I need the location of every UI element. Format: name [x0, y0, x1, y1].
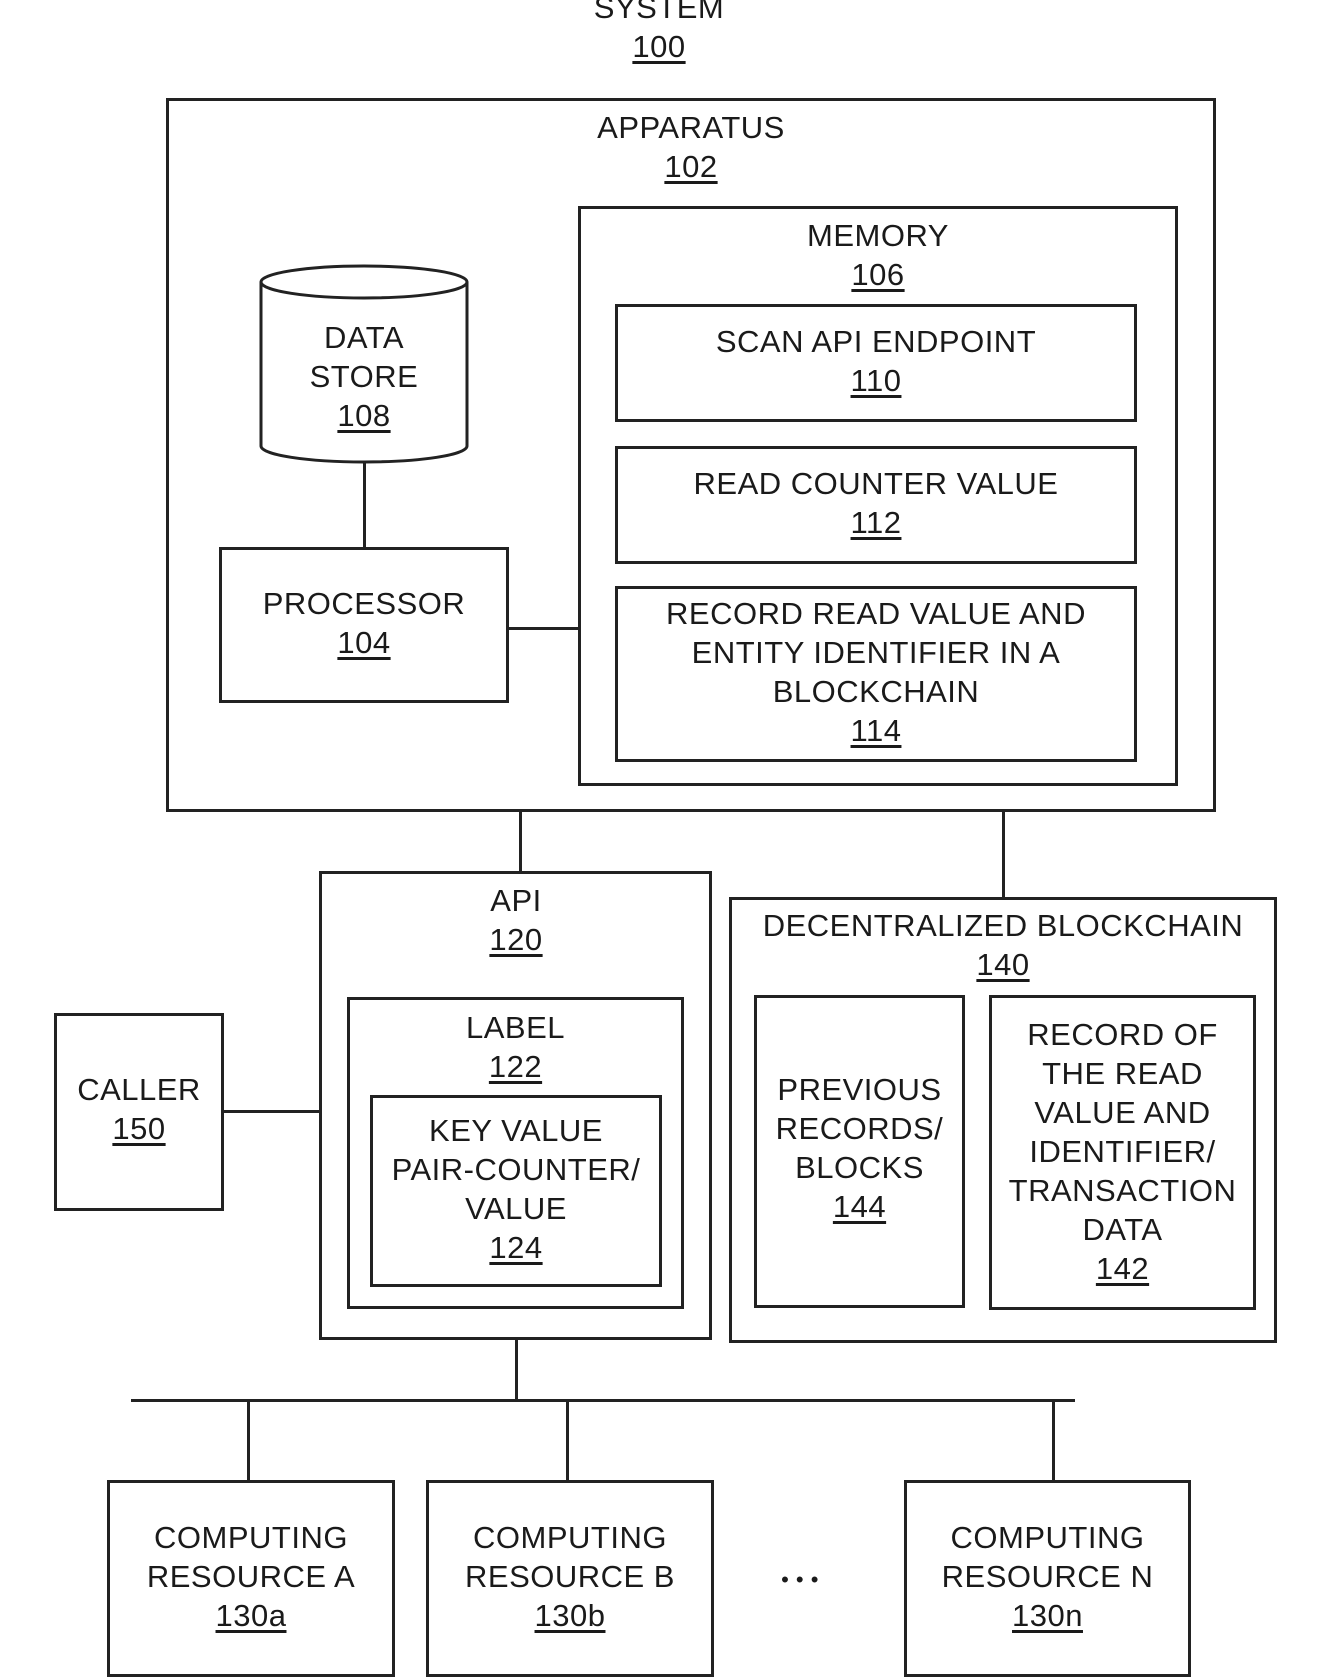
connector-datastore-processor	[363, 462, 366, 548]
data-store-line1: DATA	[261, 318, 467, 357]
key-value-ref: 124	[489, 1228, 542, 1267]
connector-bus-resource-a	[247, 1399, 250, 1481]
connector-caller-api	[224, 1110, 319, 1113]
resource-bus	[131, 1399, 1075, 1402]
resource-n-line2: RESOURCE N	[904, 1557, 1191, 1596]
connector-bus-resource-b	[566, 1399, 569, 1481]
key-value-line2: PAIR-COUNTER/	[370, 1150, 662, 1189]
resource-a-line1: COMPUTING	[107, 1518, 395, 1557]
caller-label: CALLER 150	[54, 1070, 224, 1148]
blockchain-name: DECENTRALIZED BLOCKCHAIN	[729, 906, 1277, 945]
previous-records-line2: RECORDS/	[754, 1109, 965, 1148]
resource-n-line1: COMPUTING	[904, 1518, 1191, 1557]
resource-n-ref: 130n	[1012, 1596, 1083, 1635]
connector-api-bus	[515, 1340, 518, 1400]
connector-processor-memory	[509, 627, 579, 630]
ellipsis: • • •	[740, 1560, 860, 1599]
key-value-label: KEY VALUE PAIR-COUNTER/ VALUE 124	[370, 1111, 662, 1267]
resource-a-ref: 130a	[216, 1596, 287, 1635]
resource-a-label: COMPUTING RESOURCE A 130a	[107, 1518, 395, 1635]
data-store-ref: 108	[337, 396, 390, 435]
blockchain-ref: 140	[976, 945, 1029, 984]
processor-name: PROCESSOR	[219, 584, 509, 623]
record-of-read-line3: VALUE AND	[989, 1093, 1256, 1132]
resource-b-line1: COMPUTING	[426, 1518, 714, 1557]
caller-name: CALLER	[54, 1070, 224, 1109]
data-store-top	[261, 266, 467, 298]
record-of-read-line4: IDENTIFIER/	[989, 1132, 1256, 1171]
label-ref: 122	[489, 1047, 542, 1086]
processor-ref: 104	[337, 623, 390, 662]
label-name: LABEL	[347, 1008, 684, 1047]
api-label: API 120	[366, 881, 666, 959]
record-of-read-line1: RECORD OF	[989, 1015, 1256, 1054]
caller-ref: 150	[112, 1109, 165, 1148]
record-of-read-ref: 142	[1096, 1249, 1149, 1288]
resource-n-label: COMPUTING RESOURCE N 130n	[904, 1518, 1191, 1635]
record-of-read-line2: THE READ	[989, 1054, 1256, 1093]
previous-records-line3: BLOCKS	[754, 1148, 965, 1187]
resource-a-line2: RESOURCE A	[107, 1557, 395, 1596]
api-ref: 120	[489, 920, 542, 959]
connector-apparatus-api	[519, 812, 522, 872]
resource-b-label: COMPUTING RESOURCE B 130b	[426, 1518, 714, 1635]
blockchain-label: DECENTRALIZED BLOCKCHAIN 140	[729, 906, 1277, 984]
key-value-line3: VALUE	[370, 1189, 662, 1228]
previous-records-label: PREVIOUS RECORDS/ BLOCKS 144	[754, 1070, 965, 1226]
label-label: LABEL 122	[347, 1008, 684, 1086]
record-of-read-label: RECORD OF THE READ VALUE AND IDENTIFIER/…	[989, 1015, 1256, 1288]
resource-b-line2: RESOURCE B	[426, 1557, 714, 1596]
api-name: API	[366, 881, 666, 920]
key-value-line1: KEY VALUE	[370, 1111, 662, 1150]
connector-apparatus-blockchain	[1002, 812, 1005, 898]
record-of-read-line6: DATA	[989, 1210, 1256, 1249]
data-store-line2: STORE	[261, 357, 467, 396]
connector-bus-resource-n	[1052, 1399, 1055, 1481]
previous-records-line1: PREVIOUS	[754, 1070, 965, 1109]
processor-label: PROCESSOR 104	[219, 584, 509, 662]
record-of-read-line5: TRANSACTION	[989, 1171, 1256, 1210]
previous-records-ref: 144	[833, 1187, 886, 1226]
resource-b-ref: 130b	[535, 1596, 606, 1635]
data-store-label: DATA STORE 108	[261, 318, 467, 435]
